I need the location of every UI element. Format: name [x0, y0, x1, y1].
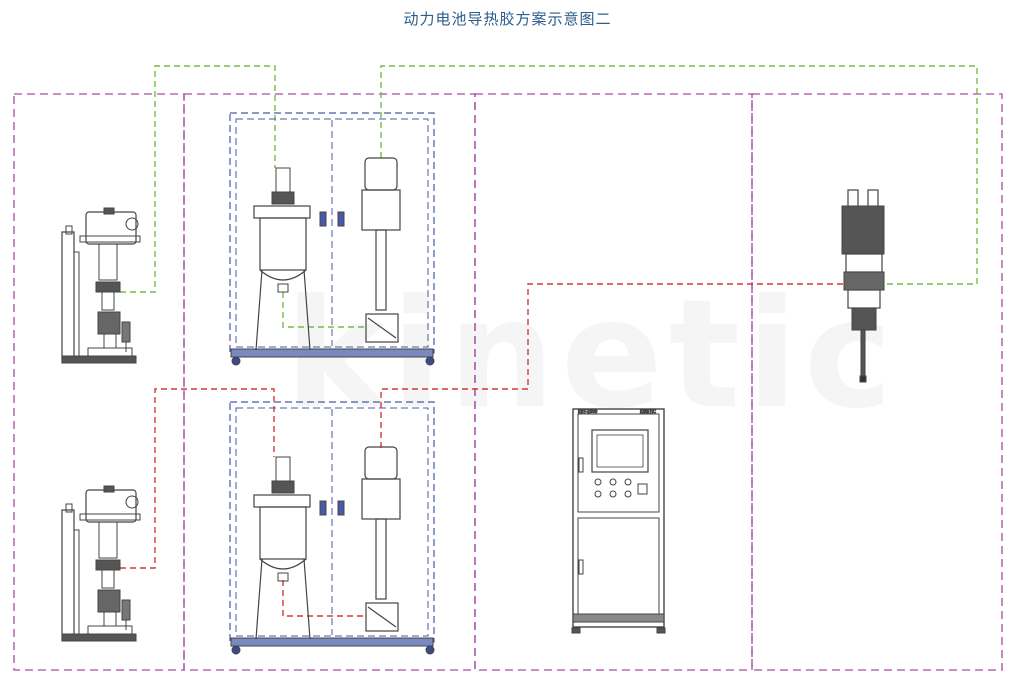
drum-pump-icon	[61, 485, 141, 642]
pipe-line-1	[120, 65, 276, 293]
cabinet-label-left: KNT-2000	[578, 409, 598, 414]
page-title: 动力电池导热胶方案示意图二	[403, 10, 612, 28]
controller-zone	[474, 93, 753, 671]
pipe-line-5	[282, 580, 366, 617]
drum-pump-zone	[13, 93, 185, 671]
mixing-tank-zone	[183, 93, 476, 671]
robot-zone	[751, 93, 1003, 671]
pipe-line-2	[282, 292, 366, 328]
dispensing-head-icon	[841, 189, 885, 383]
control-cabinet-icon: KNT-2000 KINETIC	[571, 408, 666, 634]
pipe-line-3	[380, 65, 978, 285]
pipe-line-6	[380, 283, 862, 448]
cabinet-label-right: KINETIC	[640, 409, 656, 414]
drum-pump-icon	[61, 207, 141, 364]
pipe-line-4	[120, 388, 275, 569]
